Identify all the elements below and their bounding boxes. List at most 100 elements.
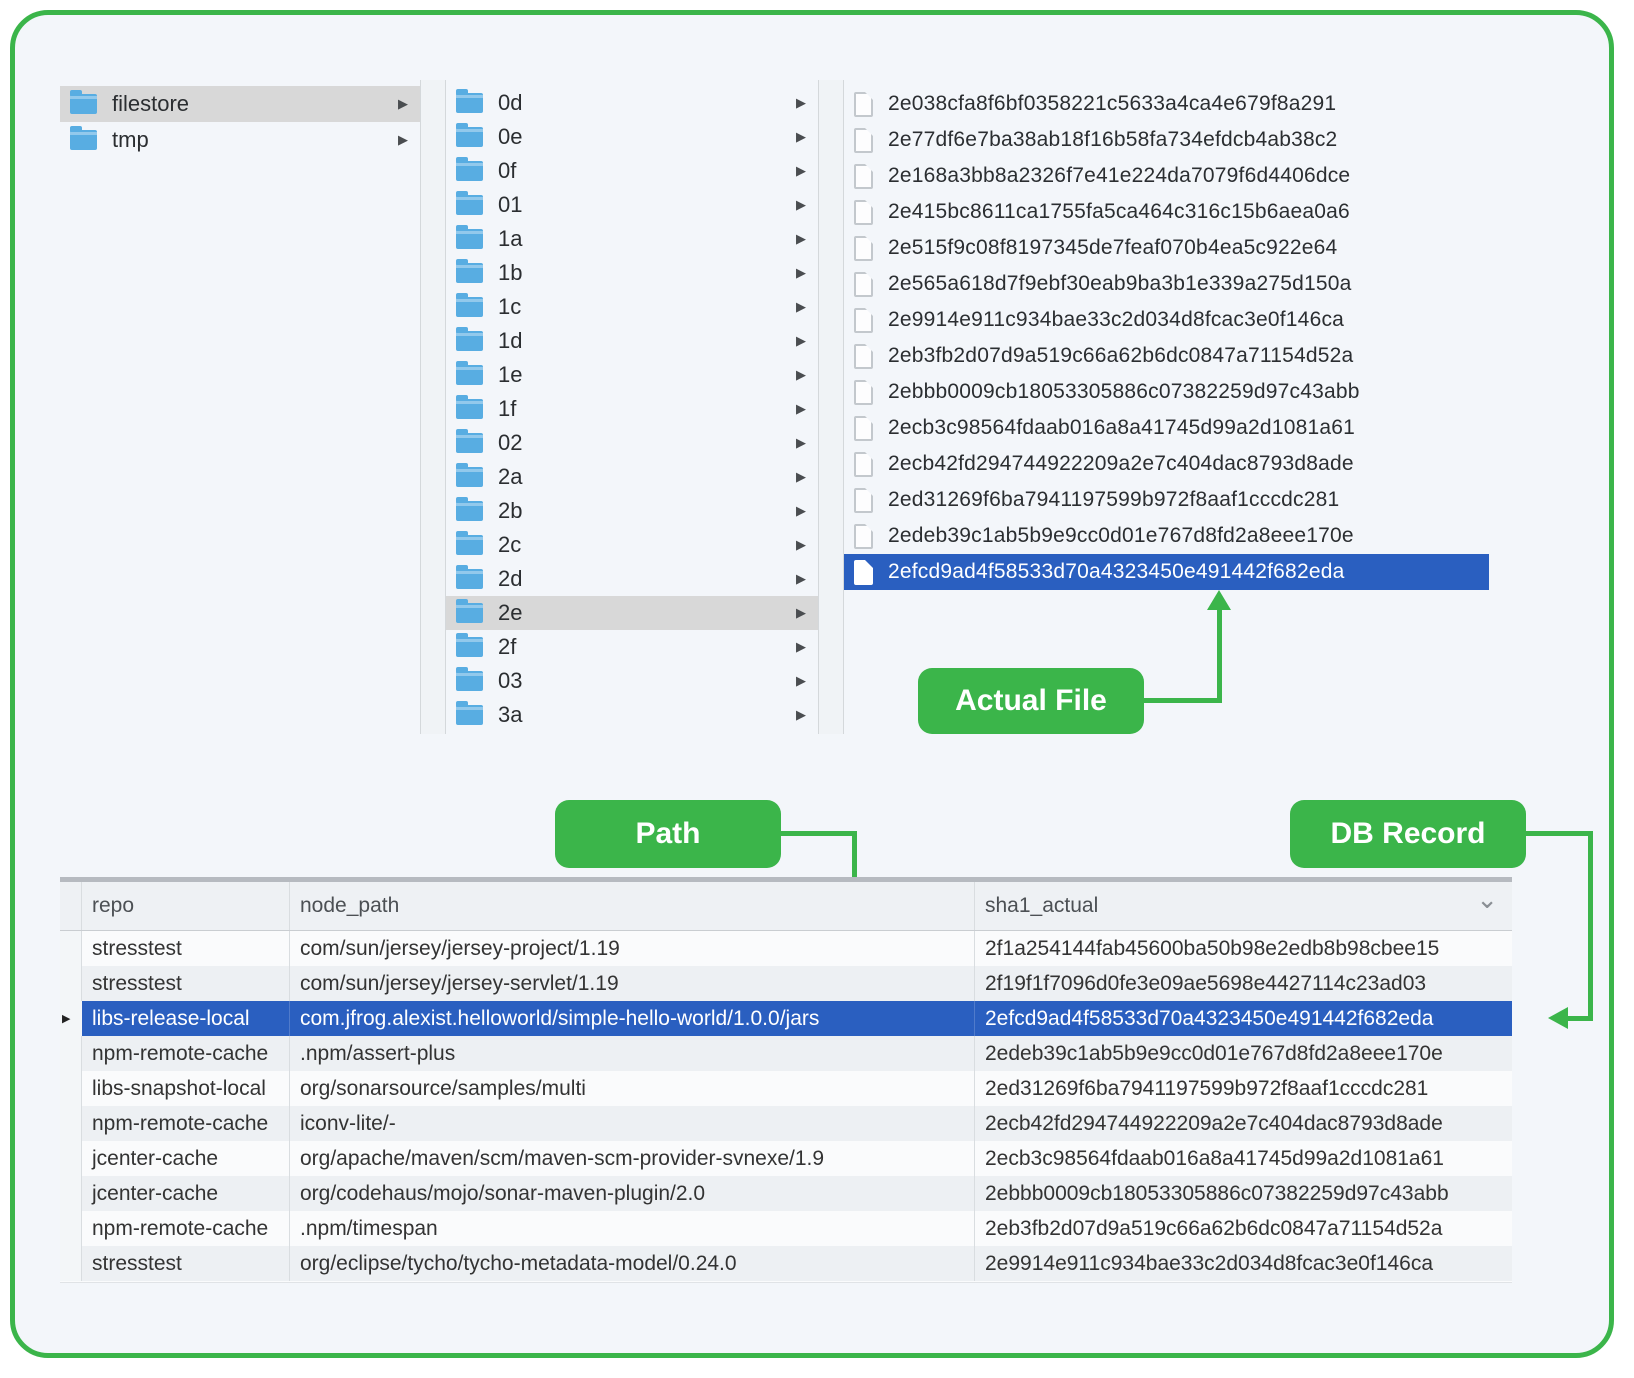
callout-actual-file-label: Actual File [955,684,1107,717]
file-icon [854,559,873,585]
item-label: 1c [498,294,522,319]
folder-icon [456,293,483,317]
item-label: 2d [498,566,523,591]
tree-item-tmp[interactable]: tmp▶ [60,122,420,158]
folder-item-0d[interactable]: 0d▶ [446,86,818,120]
cell-repo: npm-remote-cache [82,1106,290,1141]
actual-file-arrow-line [1144,698,1222,703]
folder-icon [456,123,483,147]
folder-item-3a[interactable]: 3a▶ [446,698,818,732]
row-gutter [60,1141,82,1176]
chevron-down-icon[interactable]: ⌄ [1476,884,1498,914]
cell-sha1-actual: 2ebbb0009cb18053305886c07382259d97c43abb [985,1181,1449,1205]
folder-item-2b[interactable]: 2b▶ [446,494,818,528]
file-item-2ecb3c98564fdaab016a8a41745d99a2d1081a61[interactable]: 2ecb3c98564fdaab016a8a41745d99a2d1081a61 [844,410,1489,446]
folder-item-2a[interactable]: 2a▶ [446,460,818,494]
cell-node-path: org/eclipse/tycho/tycho-metadata-model/0… [290,1246,975,1281]
disclosure-arrow-icon: ▶ [796,537,806,552]
folder-item-0f[interactable]: 0f▶ [446,154,818,188]
file-item-2e038cfa8f6bf0358221c5633a4ca4e679f8a291[interactable]: 2e038cfa8f6bf0358221c5633a4ca4e679f8a291 [844,86,1489,122]
item-label: 1d [498,328,523,353]
folder-item-2f[interactable]: 2f▶ [446,630,818,664]
item-label: 2e [498,600,523,625]
item-label: 03 [498,668,523,693]
file-item-2e565a618d7f9ebf30eab9ba3b1e339a275d150a[interactable]: 2e565a618d7f9ebf30eab9ba3b1e339a275d150a [844,266,1489,302]
file-icon [854,199,873,225]
item-label: 2a [498,464,523,489]
folder-item-03[interactable]: 03 ▶ [446,664,818,698]
item-label: 2eb3fb2d07d9a519c66a62b6dc0847a71154d52a [888,344,1354,367]
tree-item-filestore[interactable]: filestore▶ [60,86,420,122]
file-item-2eb3fb2d07d9a519c66a62b6dc0847a71154d52a[interactable]: 2eb3fb2d07d9a519c66a62b6dc0847a71154d52a [844,338,1489,374]
folder-item-1c[interactable]: 1c▶ [446,290,818,324]
actual-file-arrow-line [1217,608,1222,703]
file-item-2ed31269f6ba7941197599b972f8aaf1cccdc281[interactable]: 2ed31269f6ba7941197599b972f8aaf1cccdc281 [844,482,1489,518]
path-arrow-line [781,831,857,836]
column-scrollbar-1[interactable] [420,80,446,734]
folder-item-1b[interactable]: 1b▶ [446,256,818,290]
folder-item-0e[interactable]: 0e▶ [446,120,818,154]
cell-sha1-actual: 2efcd9ad4f58533d70a4323450e491442f682eda [985,1006,1434,1030]
folder-item-2d[interactable]: 2d▶ [446,562,818,596]
file-item-2e415bc8611ca1755fa5ca464c316c15b6aea0a6[interactable]: 2e415bc8611ca1755fa5ca464c316c15b6aea0a6 [844,194,1489,230]
file-item-2e9914e911c934bae33c2d034d8fcac3e0f146ca[interactable]: 2e9914e911c934bae33c2d034d8fcac3e0f146ca [844,302,1489,338]
disclosure-arrow-icon: ▶ [796,503,806,518]
col-files: 2e038cfa8f6bf0358221c5633a4ca4e679f8a291… [844,86,1489,590]
cell-node-path: org/codehaus/mojo/sonar-maven-plugin/2.0 [290,1176,975,1211]
file-item-2e77df6e7ba38ab18f16b58fa734efdcb4ab38c2[interactable]: 2e77df6e7ba38ab18f16b58fa734efdcb4ab38c2 [844,122,1489,158]
file-icon [854,415,873,441]
item-label: 2c [498,532,522,557]
cell-node-path: com/sun/jersey/jersey-servlet/1.19 [290,966,975,1001]
file-item-2edeb39c1ab5b9e9cc0d01e767d8fd2a8eee170e[interactable]: 2edeb39c1ab5b9e9cc0d01e767d8fd2a8eee170e [844,518,1489,554]
folder-icon [456,429,483,453]
folder-item-1e[interactable]: 1e▶ [446,358,818,392]
folder-item-1a[interactable]: 1a▶ [446,222,818,256]
item-label: filestore [112,91,190,116]
folder-item-2c[interactable]: 2c ▶ [446,528,818,562]
file-item-2efcd9ad4f58533d70a4323450e491442f682eda[interactable]: 2efcd9ad4f58533d70a4323450e491442f682eda [844,554,1489,590]
item-label: 2e77df6e7ba38ab18f16b58fa734efdcb4ab38c2 [888,128,1338,151]
item-label: 01 [498,192,523,217]
cell-repo: libs-release-local [82,1001,290,1036]
header-node-path[interactable]: node_path [290,882,975,930]
folder-icon [456,633,483,657]
db-table-header: repo node_path sha1_actual ⌄ [60,882,1512,931]
folder-icon [456,191,483,215]
db-record-arrow-line [1588,831,1593,1021]
folder-item-1f[interactable]: 1f▶ [446,392,818,426]
callout-path: Path [555,800,781,868]
file-icon [854,523,873,549]
file-icon [854,307,873,333]
header-repo[interactable]: repo [82,882,290,930]
folder-icon [456,361,483,385]
cell-repo: npm-remote-cache [82,1211,290,1246]
file-item-2e168a3bb8a2326f7e41e224da7079f6d4406dce[interactable]: 2e168a3bb8a2326f7e41e224da7079f6d4406dce [844,158,1489,194]
disclosure-arrow-icon: ▶ [796,673,806,688]
header-sha1-actual[interactable]: sha1_actual ⌄ [975,882,1512,930]
file-icon [854,271,873,297]
file-item-2e515f9c08f8197345de7feaf070b4ea5c922e64[interactable]: 2e515f9c08f8197345de7feaf070b4ea5c922e64 [844,230,1489,266]
folder-icon [456,395,483,419]
file-item-2ebbb0009cb18053305886c07382259d97c43abb[interactable]: 2ebbb0009cb18053305886c07382259d97c43abb [844,374,1489,410]
folder-item-1d[interactable]: 1d▶ [446,324,818,358]
folder-item-01[interactable]: 01▶ [446,188,818,222]
file-item-2ecb42fd294744922209a2e7c404dac8793d8ade[interactable]: 2ecb42fd294744922209a2e7c404dac8793d8ade [844,446,1489,482]
file-icon [854,235,873,261]
folder-item-02[interactable]: 02▶ [446,426,818,460]
cell-node-path: .npm/assert-plus [290,1036,975,1071]
folder-item-2e[interactable]: 2e▶ [446,596,818,630]
item-label: 2ed31269f6ba7941197599b972f8aaf1cccdc281 [888,488,1340,511]
column-scrollbar-2[interactable] [818,80,844,734]
disclosure-arrow-icon: ▶ [796,639,806,654]
